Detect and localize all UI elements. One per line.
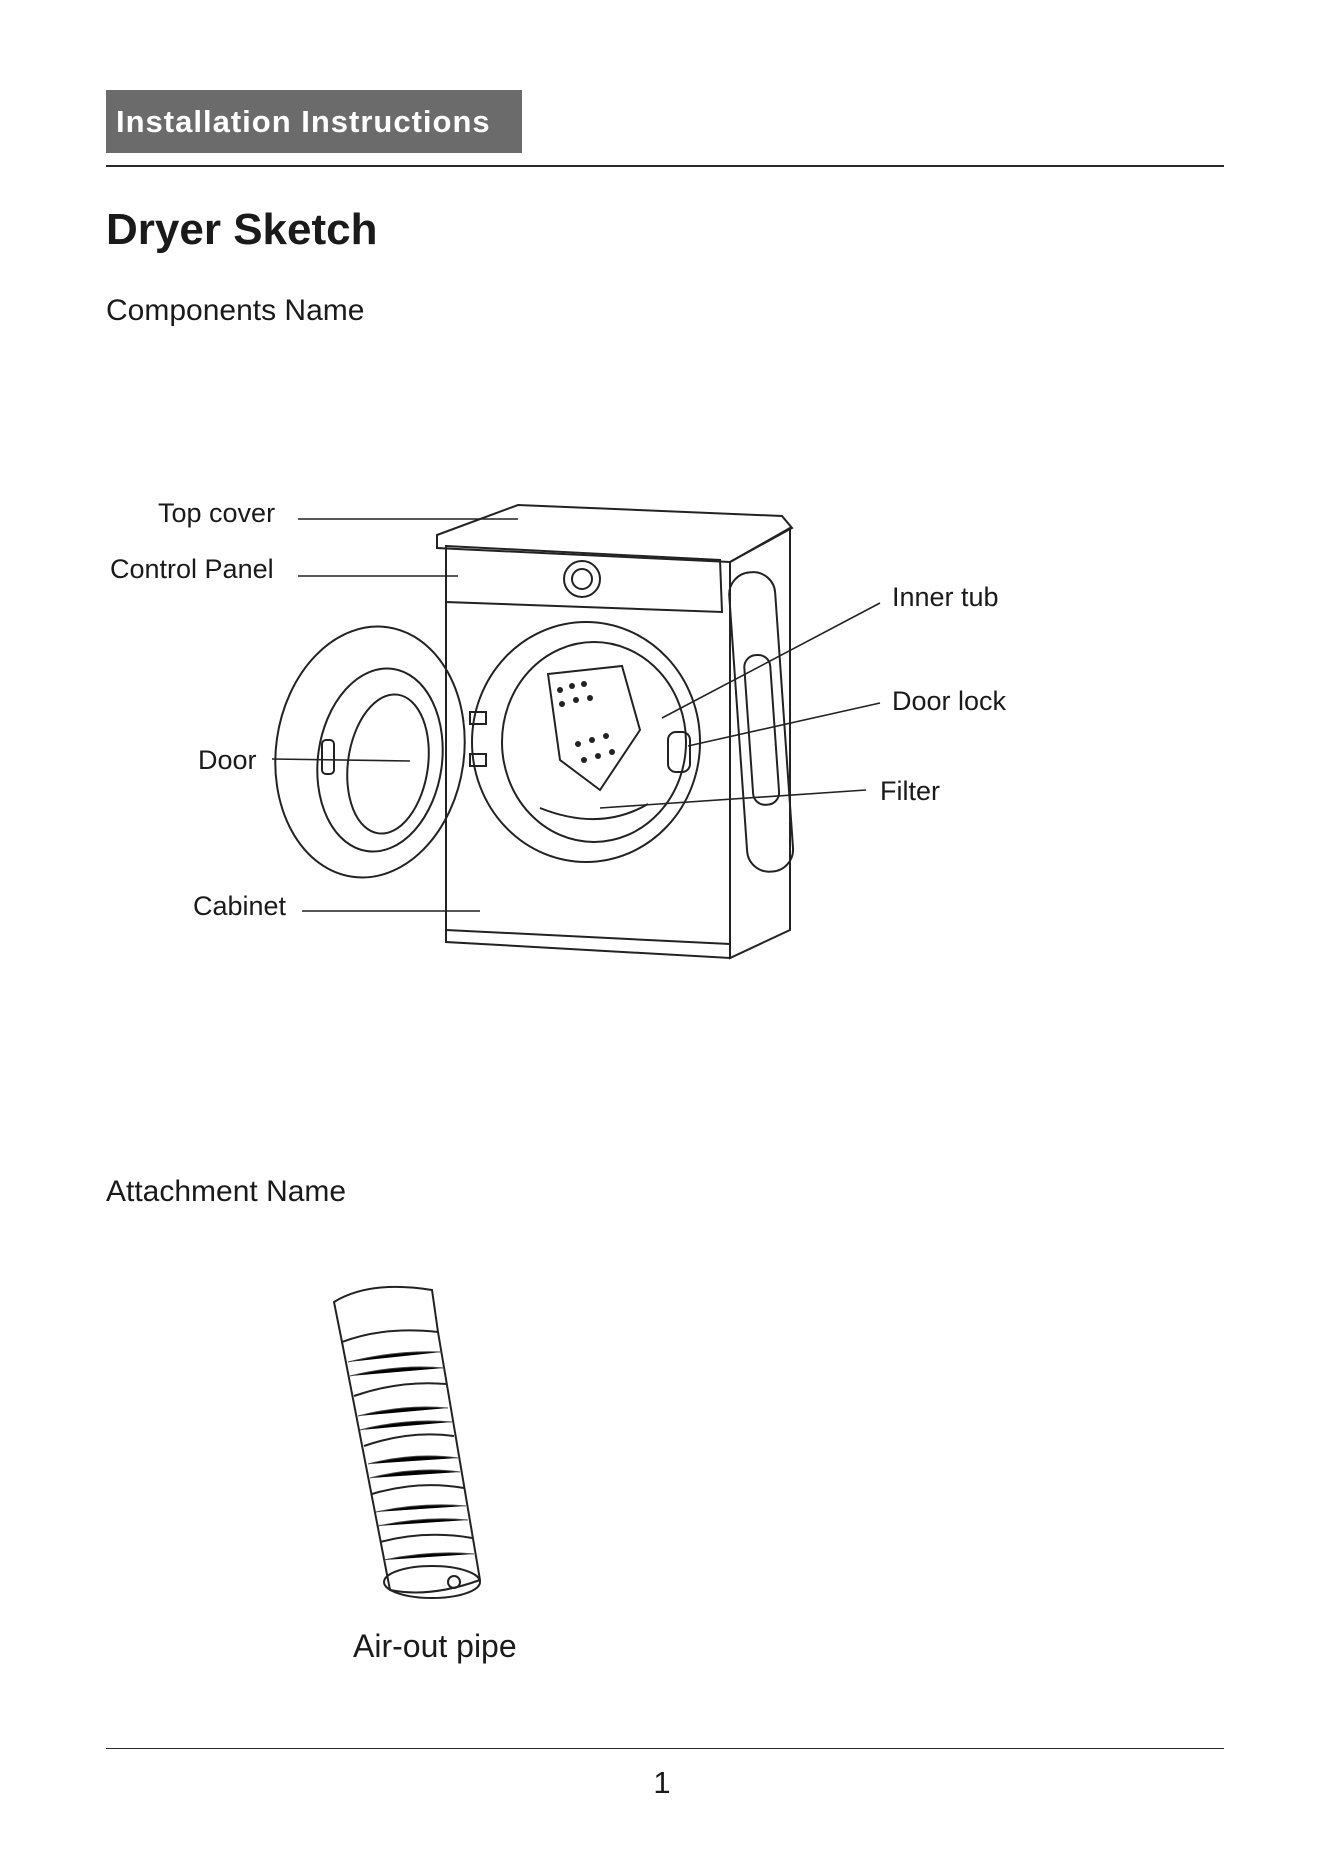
cabinet-base — [446, 930, 730, 944]
control-knob-center — [572, 569, 592, 589]
label-air-out-pipe: Air-out pipe — [353, 1628, 517, 1665]
door-hinge-top — [470, 712, 486, 724]
door-glass-inner — [339, 689, 438, 839]
label-filter: Filter — [880, 776, 940, 807]
attachments-heading: Attachment Name — [106, 1175, 346, 1209]
label-control-panel: Control Panel — [110, 554, 274, 585]
door-outer-ring — [259, 614, 480, 890]
side-recess — [728, 571, 795, 873]
air-out-pipe-illustration — [320, 1280, 500, 1610]
label-door: Door — [198, 745, 257, 776]
drum-opening-outer — [472, 622, 700, 862]
leader-filter — [600, 790, 866, 808]
label-door-lock: Door lock — [892, 686, 1006, 717]
drum-baffle — [548, 666, 640, 790]
label-cabinet: Cabinet — [193, 891, 286, 922]
top-cover-outline — [437, 505, 792, 562]
footer-divider — [106, 1748, 1224, 1749]
label-inner-tub: Inner tub — [892, 582, 999, 613]
control-knob — [564, 561, 600, 597]
label-top-cover: Top cover — [158, 498, 275, 529]
page-number: 1 — [0, 1765, 1324, 1801]
door-handle — [322, 740, 334, 774]
leader-inner-tub — [662, 603, 880, 718]
leader-door — [272, 759, 410, 761]
